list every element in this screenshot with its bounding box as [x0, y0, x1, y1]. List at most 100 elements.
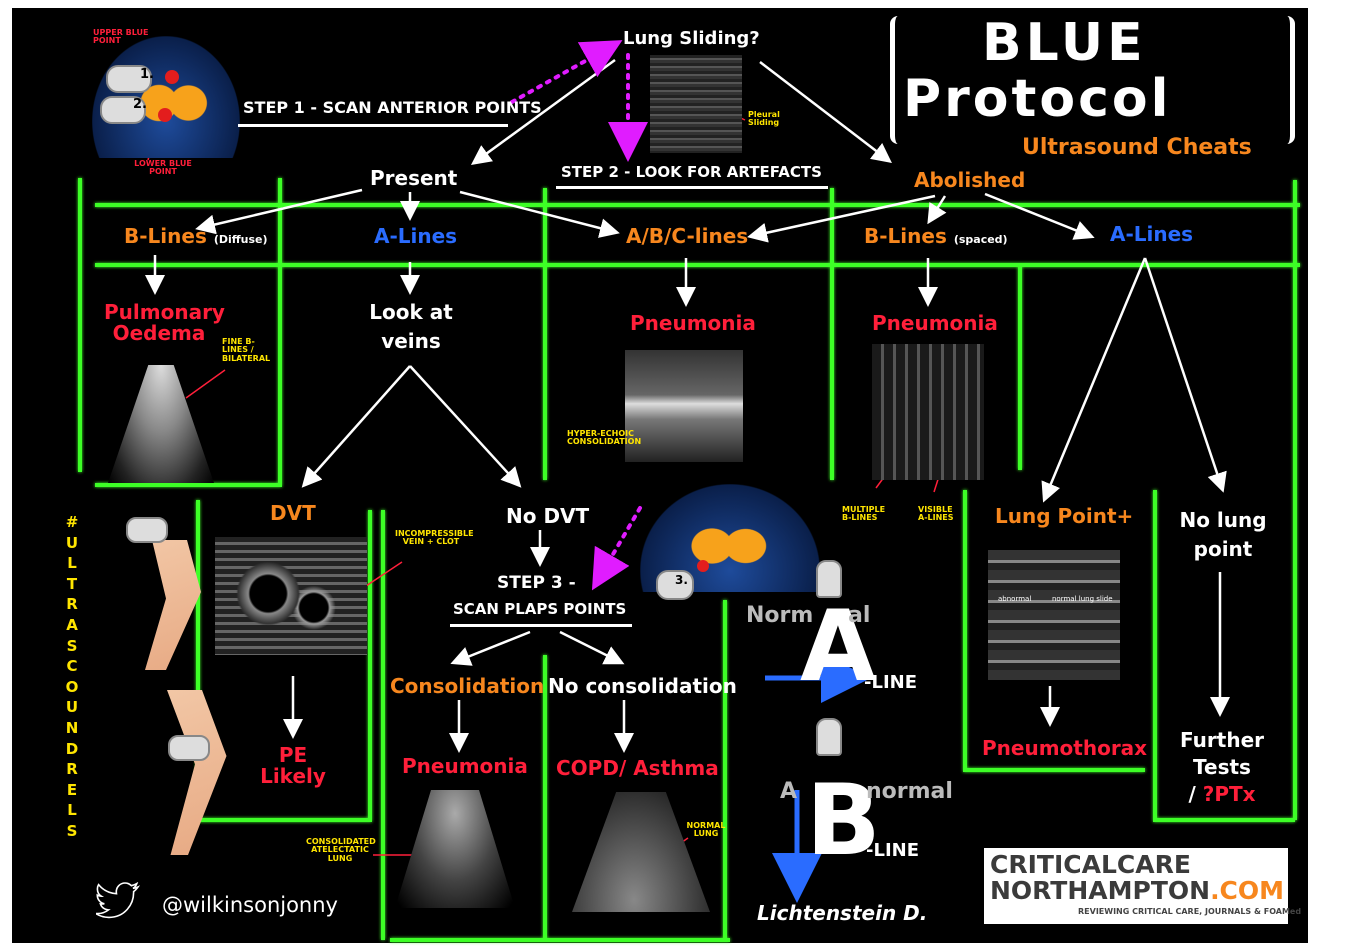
legend-arrows [765, 653, 871, 903]
hashtag-char: S [66, 636, 78, 655]
abc-lines-node: A/B/C-lines [626, 224, 749, 248]
step2-underline [556, 186, 828, 189]
brand-box[interactable]: CRITICALCARE NORTHAMPTON.COM REVIEWING C… [984, 848, 1301, 924]
hashtag-char: E [66, 780, 78, 799]
leg-probe-bottom-icon [168, 735, 210, 761]
title-protocol: Protocol [903, 69, 1172, 129]
legend-probe-a-icon [816, 560, 842, 598]
pneumonia-right-node: Pneumonia [872, 311, 998, 335]
leg-probe-top-icon [126, 517, 168, 543]
legend-normal-suffix: al [848, 603, 871, 628]
hashtag-char: T [66, 574, 78, 593]
lung-point-node: Lung Point+ [995, 504, 1134, 528]
dvt-image [215, 537, 367, 655]
probe-3-label: 3. [675, 573, 688, 587]
present-node: Present [370, 166, 458, 190]
abolished-node: Abolished [914, 168, 1026, 192]
hashtag-char: A [66, 615, 78, 634]
a-lines-left-node: A-Lines [374, 224, 458, 248]
green-grid [78, 178, 1300, 942]
step3-label-line2: SCAN PLAPS POINTS [453, 600, 627, 618]
hashtag-char: L [67, 801, 77, 820]
lower-blue-point-dot [158, 108, 172, 122]
pneumothorax-node: Pneumothorax [982, 736, 1148, 760]
twitter-handle[interactable]: @wilkinsonjonny [162, 893, 338, 917]
probe-1-label: 1. [140, 67, 154, 82]
lower-blue-point-label: LOWER BLUE POINT [134, 159, 192, 177]
author-credit: Lichtenstein D. [757, 901, 928, 925]
hashtag-char: S [66, 821, 78, 840]
consolidation-image [625, 350, 743, 462]
consolidation-node: Consolidation [390, 674, 545, 698]
legend-normal-prefix: Norm [746, 603, 814, 628]
legend-abnormal-prefix: A [780, 779, 798, 804]
legend-big-b: B [806, 764, 881, 878]
consolidated-atelectatic-label: CONSOLIDATED ATELECTATIC LUNG [306, 837, 376, 863]
title-blue: BLUE [982, 13, 1147, 73]
legend-probe-b-icon [816, 718, 842, 756]
plaps-point-dot [697, 560, 709, 572]
probe-3-icon [656, 570, 694, 600]
hashtag-char: R [66, 760, 78, 779]
upper-blue-point-dot [165, 70, 179, 84]
step2-label: STEP 2 - LOOK FOR ARTEFACTS [561, 163, 822, 181]
hashtag-char: O [65, 677, 79, 696]
lung-point-image [988, 550, 1120, 680]
a-lines-right-node: A-Lines [1110, 222, 1194, 246]
hashtag-char: # [65, 513, 79, 531]
probe-1-icon [106, 65, 152, 93]
b-lines-spaced-node: B-Lines (spaced) [864, 224, 1008, 248]
hashtag-char: N [65, 718, 79, 737]
dvt-node: DVT [270, 501, 316, 525]
hashtag-char: L [67, 554, 77, 573]
legend-b-line: -LINE [866, 840, 919, 861]
black-board [12, 8, 1308, 943]
no-consolidation-node: No consolidation [548, 674, 737, 698]
b-lines-diffuse-node: B-Lines (Diffuse) [124, 224, 268, 248]
multiple-b-lines-label: MULTIPLE B-LINES [842, 505, 886, 523]
pneumonia-middle-node: Pneumonia [630, 311, 756, 335]
copd-asthma-node: COPD/ Asthma [556, 756, 719, 780]
legend-abnormal-suffix: normal [866, 779, 953, 804]
lung-point-normal-label: normal lung slide [1052, 595, 1113, 603]
hashtag-char: C [66, 657, 78, 676]
step3-underline [450, 624, 632, 627]
upper-blue-point-label: UPPER BLUE POINT [93, 28, 149, 46]
further-tests-node: Further Tests / ?PTx [1180, 728, 1264, 806]
lung-point-abnormal-label: abnormal [998, 595, 1032, 603]
title-frame [890, 16, 1295, 144]
lung-sliding-question: Lung Sliding? [623, 28, 760, 49]
pneumonia-bottom-node: Pneumonia [402, 754, 528, 778]
brand-line2: NORTHAMPTON.COM [990, 876, 1285, 905]
twitter-bird-icon [95, 881, 141, 920]
no-dvt-node: No DVT [506, 504, 590, 528]
visible-a-lines-label: VISIBLE A-LINES [918, 505, 954, 523]
incompressible-label: INCOMPRESSIBLE VEIN + CLOT [395, 529, 474, 547]
step3-label-line1: STEP 3 - [497, 573, 576, 593]
white-arrows [145, 58, 1230, 753]
probe-2-label: 2. [133, 97, 147, 112]
magenta-step-arrows [510, 40, 648, 591]
brand-line1: CRITICALCARE [990, 850, 1191, 879]
hashtag-char: R [66, 595, 78, 614]
fine-b-lines-label: FINE B-LINES / BILATERAL [222, 337, 271, 363]
spaced-b-lines-image [872, 344, 984, 480]
brand-tagline: REVIEWING CRITICAL CARE, JOURNALS & FOAM… [1078, 907, 1302, 916]
legend-big-a: A [800, 590, 876, 704]
hyper-echoic-label: HYPER-ECHOIC CONSOLIDATION [567, 429, 642, 447]
pleural-sliding-image [650, 55, 742, 153]
pleural-sliding-label: Pleural Sliding [748, 110, 780, 128]
hashtag-char: U [65, 533, 79, 552]
probe-2-icon [100, 96, 146, 124]
legend-a-line: -LINE [864, 672, 917, 693]
step1-underline [238, 124, 508, 127]
hashtag-char: D [65, 739, 79, 758]
title-subtitle: Ultrasound Cheats [1022, 135, 1252, 160]
